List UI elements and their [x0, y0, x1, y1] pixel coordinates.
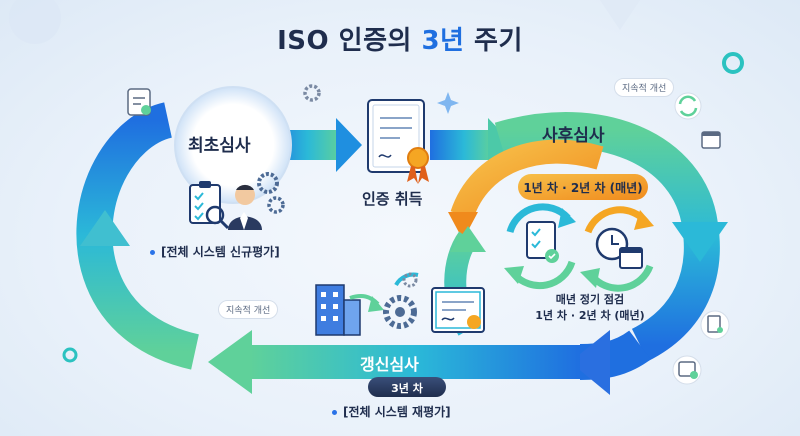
surveillance-badge-text: 1년 차 · 2년 차 (매년) — [523, 181, 643, 195]
calendar-icon — [701, 131, 721, 149]
arc-right — [494, 112, 720, 362]
sparkle-icon — [437, 92, 459, 114]
clipboard-check-icon — [127, 88, 151, 116]
initial-audit-label: 최초심사 — [188, 136, 251, 156]
arrow-down-right — [672, 222, 728, 262]
surveillance-note-line1: 매년 정기 점검 — [555, 293, 625, 306]
certificate-icon — [367, 99, 429, 184]
continuous-improvement-chip-top: 지속적 개선 — [614, 78, 675, 97]
arc-left — [76, 102, 200, 370]
bg-triangle — [600, 0, 640, 30]
gear-icon — [303, 84, 321, 102]
arrow-head-top-1 — [336, 118, 362, 172]
recert-year-pill — [368, 377, 446, 397]
recert-note: [전체 시스템 재평가] — [332, 403, 451, 420]
surveillance-note-line2: 1년 차 · 2년 차 (매년) — [535, 309, 645, 322]
calendar-clock-icon — [672, 355, 702, 385]
bg-bubble — [9, 0, 61, 44]
arrow-body-top-2 — [430, 130, 492, 160]
cycle-check-icon — [674, 92, 702, 120]
arc-orange — [450, 139, 604, 220]
arrow-bottom-right-head — [570, 330, 610, 395]
arrow-orange-head — [448, 212, 478, 240]
certification-label: 인증 취득 — [362, 190, 423, 208]
auditor-illustration — [189, 172, 285, 230]
arrow-inner-up — [450, 226, 486, 252]
arrow-up-left — [80, 210, 130, 246]
initial-audit-note: [전체 시스템 신규평가] — [150, 243, 280, 260]
surveillance-label: 사후심사 — [542, 126, 605, 146]
bg-ring-icon — [722, 52, 744, 74]
arrow-body-bottom — [250, 345, 580, 379]
arrow-head-bottom — [208, 330, 252, 394]
document-gear-icon — [700, 310, 730, 340]
bullet-dot — [150, 250, 155, 255]
recert-year-text: 3년 차 — [391, 382, 423, 395]
recert-illustration — [315, 272, 485, 336]
page-title: ISO 인증의 3년 주기 — [277, 26, 523, 56]
annual-check-illustration — [504, 203, 654, 292]
bg-ring-icon — [62, 347, 78, 363]
continuous-improvement-chip-mid: 지속적 개선 — [218, 300, 279, 319]
recertification-label: 갱신심사 — [360, 355, 419, 374]
bullet-dot — [332, 410, 337, 415]
surveillance-badge — [518, 174, 648, 200]
gear-small-icon — [402, 272, 418, 288]
